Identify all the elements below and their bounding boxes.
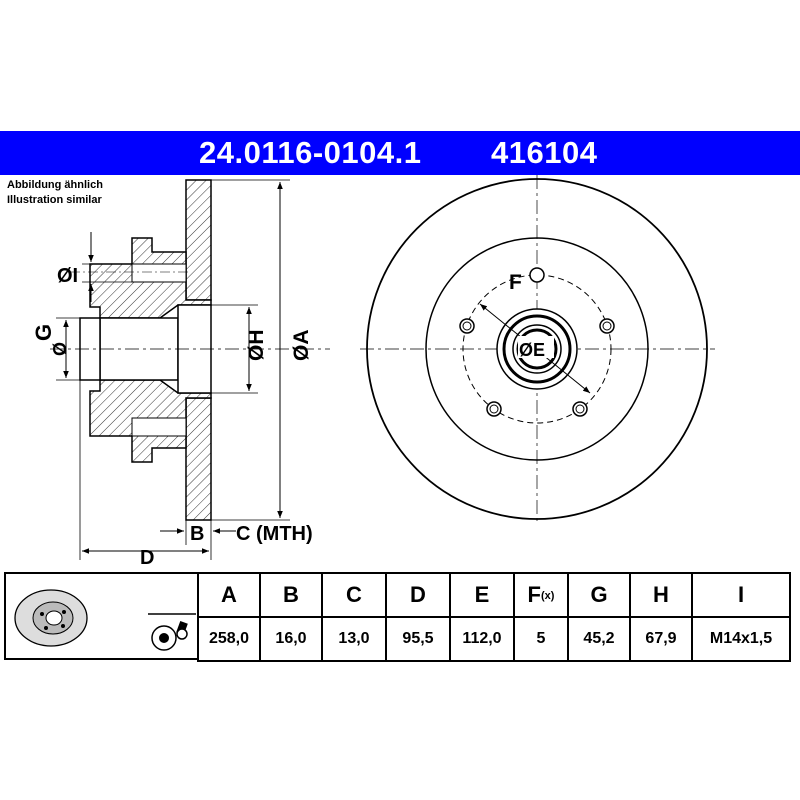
header-i: I xyxy=(691,572,791,618)
value-f: 5 xyxy=(513,616,569,662)
technical-drawing: ØI G Ø ØH ØA B C (MTH) D F ØE xyxy=(31,175,715,569)
value-h: 67,9 xyxy=(629,616,693,662)
bolt-holes xyxy=(459,267,615,417)
label-d: D xyxy=(140,547,154,569)
header-c: C xyxy=(321,572,387,618)
label-diam-e: ØE xyxy=(519,340,545,360)
label-b: B xyxy=(190,523,204,545)
label-diam-a: ØA xyxy=(290,330,313,362)
header-e: E xyxy=(449,572,515,618)
header-d: D xyxy=(385,572,451,618)
cross-section-view xyxy=(50,179,330,560)
brake-disc-thumbnail-icon xyxy=(14,589,199,651)
label-diam-h: ØH xyxy=(245,330,268,362)
title-banner: 24.0116-0104.1 416104 xyxy=(0,131,800,175)
spec-table-area: A B C D E F(x) G H I 258,0 16,0 13,0 95,… xyxy=(0,572,800,662)
label-c: C (MTH) xyxy=(236,523,313,545)
header-a: A xyxy=(197,572,261,618)
value-g: 45,2 xyxy=(567,616,631,662)
value-i: M14x1,5 xyxy=(691,616,791,662)
header-f: F(x) xyxy=(513,572,569,618)
thumbnail-cell xyxy=(4,572,199,660)
spec-table: A B C D E F(x) G H I 258,0 16,0 13,0 95,… xyxy=(197,572,791,662)
spec-value-row: 258,0 16,0 13,0 95,5 112,0 5 45,2 67,9 M… xyxy=(197,616,791,662)
part-number: 24.0116-0104.1 xyxy=(199,135,422,170)
note-english: Illustration similar xyxy=(7,194,102,206)
header-b: B xyxy=(259,572,323,618)
value-b: 16,0 xyxy=(259,616,323,662)
label-diam-i: ØI xyxy=(57,265,78,287)
label-diam-g: Ø xyxy=(50,342,70,356)
disc-ring-lower xyxy=(185,397,212,521)
value-e: 112,0 xyxy=(449,616,515,662)
header-h: H xyxy=(629,572,693,618)
reference-number: 416104 xyxy=(491,135,598,170)
header-g: G xyxy=(567,572,631,618)
value-a: 258,0 xyxy=(197,616,261,662)
brake-disc-with-bolts-icon xyxy=(151,620,188,651)
label-f: F xyxy=(509,271,522,294)
note-german: Abbildung ähnlich xyxy=(7,179,103,191)
bolt-hole xyxy=(131,263,187,283)
value-c: 13,0 xyxy=(321,616,387,662)
spec-header-row: A B C D E F(x) G H I xyxy=(197,572,791,618)
label-g: G xyxy=(31,324,56,341)
disc-ring-upper xyxy=(185,179,212,301)
value-d: 95,5 xyxy=(385,616,451,662)
